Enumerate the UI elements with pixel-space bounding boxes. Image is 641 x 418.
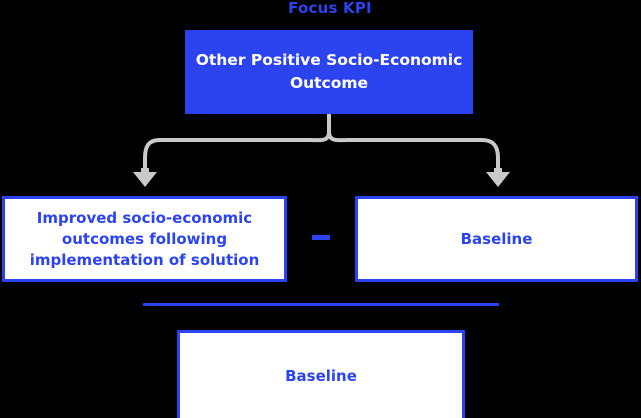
node-focus-kpi-label: Other Positive Socio-Economic Outcome (195, 51, 463, 92)
node-baseline-numerator-label: Baseline (460, 229, 533, 248)
fraction-divider-bar (143, 303, 499, 306)
node-improved-outcomes[interactable]: Improved socio-economic outcomes followi… (2, 196, 287, 282)
node-baseline-numerator[interactable]: Baseline (355, 196, 638, 282)
node-baseline-denominator-label: Baseline (285, 366, 357, 385)
arrow-head-left (133, 168, 157, 187)
minus-operator-icon (312, 235, 330, 240)
node-improved-outcomes-label: Improved socio-economic outcomes followi… (29, 208, 260, 269)
arrow-head-right (486, 168, 510, 187)
focus-kpi-caption: Focus KPI (288, 0, 372, 17)
node-focus-kpi[interactable]: Other Positive Socio-Economic Outcome (185, 30, 473, 114)
node-baseline-denominator[interactable]: Baseline (177, 330, 465, 418)
